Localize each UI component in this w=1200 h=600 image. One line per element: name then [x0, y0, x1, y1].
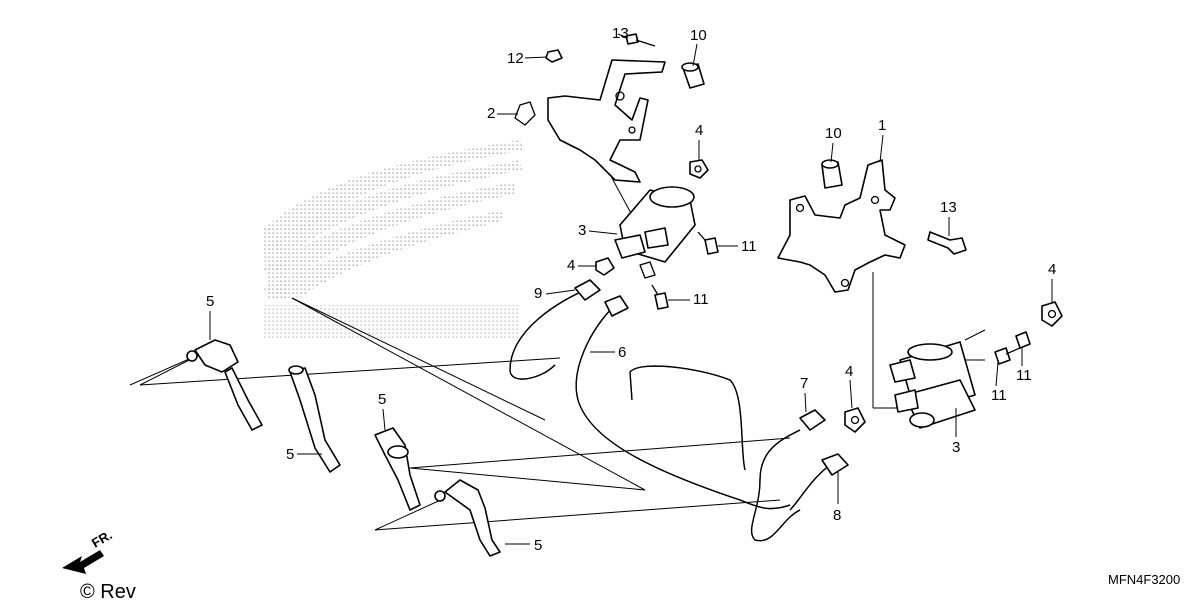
callout-8: 8	[833, 507, 841, 524]
callouts: 13 10 12 2 4 10 1 13 3 11 4 9 11 4 5 6 4…	[206, 25, 1056, 554]
callout-3-lower: 3	[952, 439, 960, 456]
bolt-upper	[625, 33, 656, 47]
callout-10-upper: 10	[690, 27, 707, 44]
plug-cap-d	[434, 479, 501, 557]
ignition-coil-lower	[889, 341, 976, 429]
callout-10-right: 10	[825, 125, 842, 142]
clip-lower	[844, 407, 866, 433]
upper-bracket	[514, 59, 666, 183]
plug-cap-a	[186, 339, 263, 431]
clip-top	[689, 159, 709, 179]
callout-3-upper: 3	[578, 222, 586, 239]
copyright-notice: © Rev	[80, 581, 136, 600]
callout-9: 9	[534, 285, 542, 302]
callout-11-b: 11	[693, 291, 709, 308]
brand-watermark	[262, 140, 525, 340]
callout-13-right: 13	[940, 199, 957, 216]
callout-4-lower: 4	[845, 363, 853, 380]
bolt-11-mid	[651, 284, 669, 310]
front-arrow-icon	[62, 550, 104, 574]
callout-4-top: 4	[695, 122, 703, 139]
callout-1: 1	[878, 117, 886, 134]
ignition-coil-upper	[614, 186, 696, 279]
callout-11-d: 11	[991, 387, 1007, 404]
guide-lines	[129, 127, 986, 531]
callout-12: 12	[507, 50, 524, 67]
nut-12	[545, 49, 563, 63]
bolt-13-right	[927, 231, 967, 255]
callout-5-d: 5	[534, 537, 542, 554]
collar-upper	[681, 62, 705, 89]
diagram-code: MFN4F3200	[1108, 572, 1180, 587]
clip-mid	[595, 257, 615, 276]
callout-7: 7	[800, 375, 808, 392]
callout-4-mid: 4	[567, 257, 575, 274]
front-marker-label: FR.	[89, 527, 115, 550]
callout-11-c: 11	[1016, 367, 1032, 384]
callout-5-b: 5	[286, 446, 294, 463]
plug-cap-b	[288, 365, 341, 473]
callout-6: 6	[618, 344, 626, 361]
callout-13-upper: 13	[612, 25, 629, 42]
clip-right	[1041, 301, 1063, 327]
callout-11-a: 11	[741, 238, 757, 255]
plug-cap-c	[374, 427, 421, 511]
callout-4-right: 4	[1048, 261, 1056, 278]
bolt-11-right-a	[994, 347, 1021, 365]
callout-2: 2	[487, 105, 495, 122]
high-tension-cords	[509, 279, 849, 542]
right-bracket	[777, 159, 906, 293]
bolt-11-left	[697, 231, 719, 255]
bolt-11-right-b	[1015, 331, 1031, 349]
callout-5-a: 5	[206, 293, 214, 310]
callout-5-c: 5	[378, 391, 386, 408]
